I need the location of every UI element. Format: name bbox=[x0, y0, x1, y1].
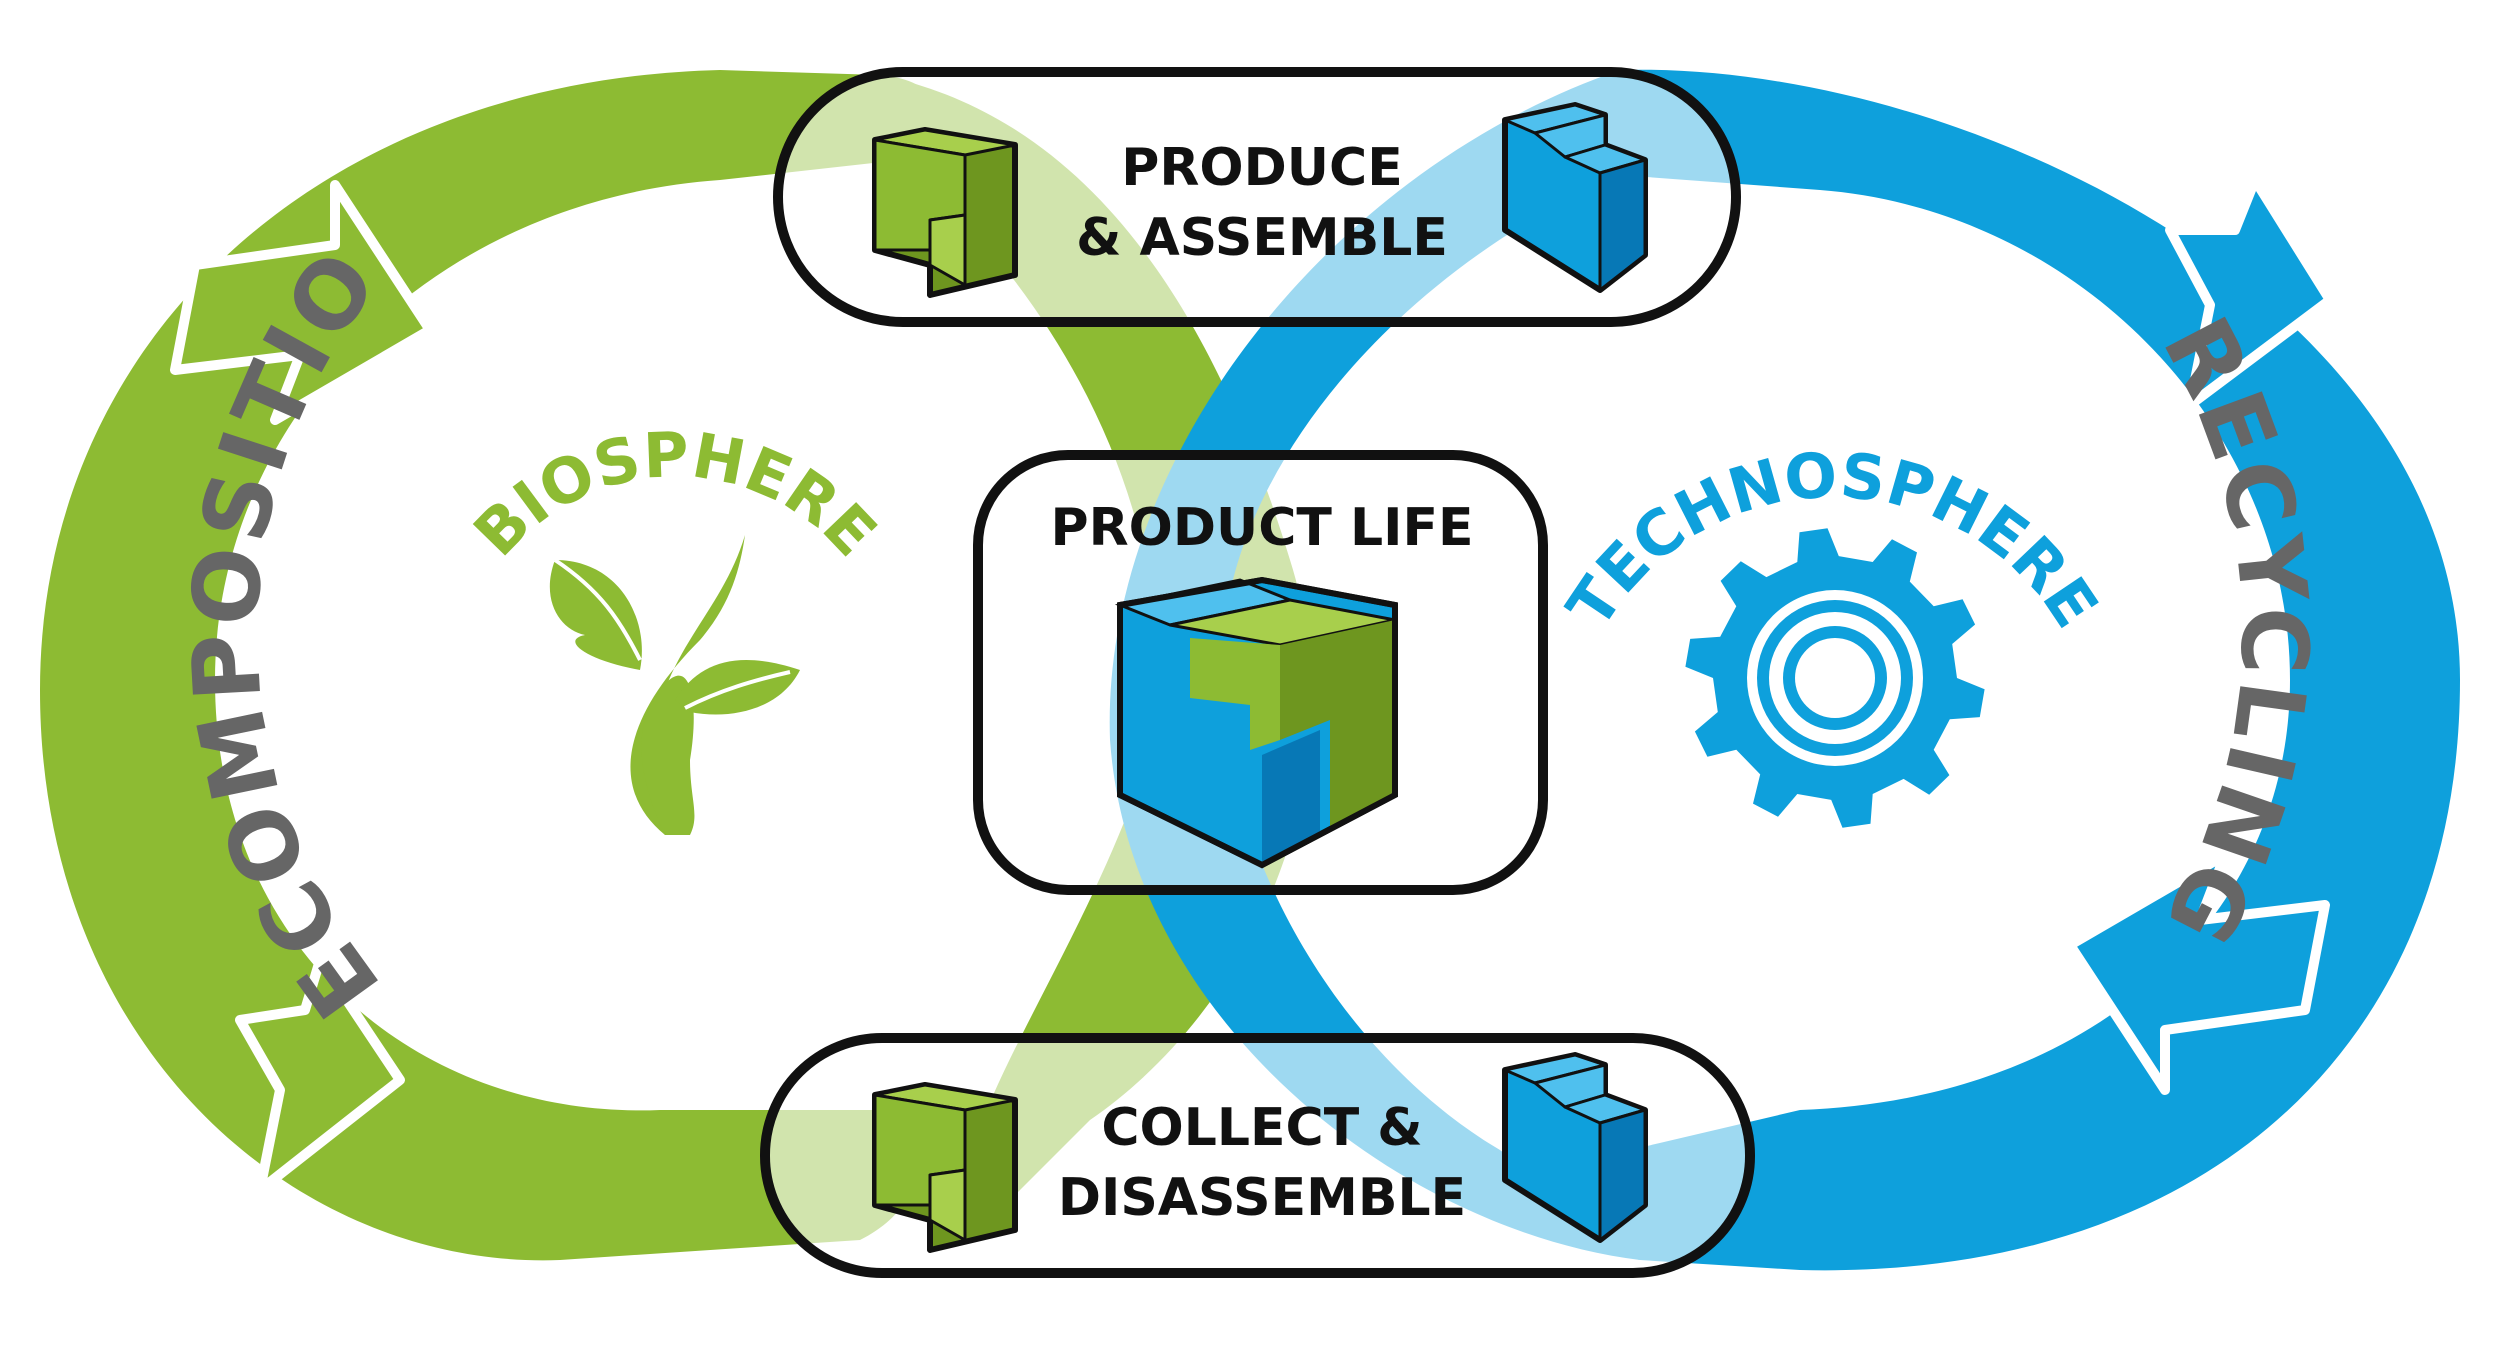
decomposition-arrowhead-top bbox=[170, 180, 435, 425]
recycling-arrowhead-bottom bbox=[2065, 850, 2330, 1095]
biosphere-outer-arc bbox=[40, 70, 937, 1261]
technosphere-cross-band bbox=[1109, 70, 1640, 1260]
produce-assemble-line1: PRODUCE bbox=[1121, 138, 1402, 198]
collect-disassemble-line2: DISASSEMBLE bbox=[1058, 1168, 1466, 1228]
gear-icon bbox=[1685, 528, 1985, 828]
sprout-icon bbox=[549, 535, 800, 835]
blue-piece-top-icon bbox=[1502, 102, 1648, 293]
collect-disassemble-line1: COLLECT & bbox=[1101, 1098, 1422, 1158]
decomposition-arrowhead-bottom bbox=[235, 955, 405, 1195]
blue-piece-bottom-icon bbox=[1502, 1052, 1648, 1243]
assembled-cube-icon bbox=[1114, 576, 1398, 869]
green-piece-top-icon bbox=[872, 127, 1018, 298]
produce-assemble-line2: & ASSEMBLE bbox=[1076, 208, 1448, 268]
recycling-arrowhead-top bbox=[2165, 175, 2335, 410]
biosphere-label: BIOSPHERE bbox=[460, 418, 891, 570]
green-piece-bottom-icon bbox=[872, 1082, 1018, 1253]
product-life-label: PRODUCT LIFE bbox=[1050, 498, 1473, 558]
